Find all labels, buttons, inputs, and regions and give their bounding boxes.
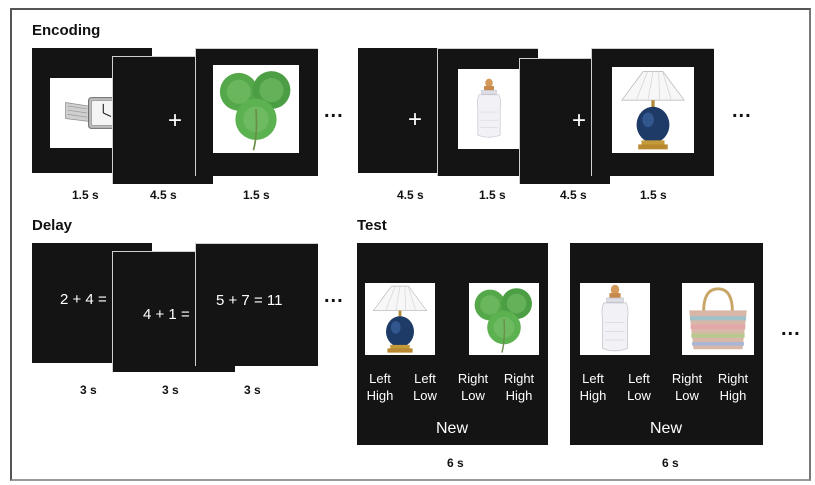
math-equation: 2 + 4 = [60, 291, 107, 308]
baby-bottle-image [580, 283, 650, 355]
duration-label: 4.5 s [397, 188, 424, 202]
fixation-cross: + [408, 106, 423, 133]
duration-label: 4.5 s [560, 188, 587, 202]
duration-label: 3 s [80, 383, 97, 397]
duration-label: 1.5 s [243, 188, 270, 202]
table-lamp-image [365, 283, 435, 355]
test-heading: Test [357, 217, 387, 234]
delay-heading: Delay [32, 217, 73, 234]
duration-label: 6 s [662, 456, 679, 470]
delay-screen: 5 + 7 = 11 [195, 243, 318, 366]
encoding-heading: Encoding [32, 22, 101, 39]
duration-label: 3 s [244, 383, 261, 397]
encoding-ellipsis-2: ... [732, 100, 752, 122]
delay-ellipsis: ... [324, 285, 344, 307]
response-option-new: New [650, 420, 683, 437]
duration-label: 1.5 s [640, 188, 667, 202]
encoding-ellipsis-1: ... [324, 100, 344, 122]
clover-leaf-image [213, 65, 299, 153]
test-ellipsis: ... [781, 318, 801, 340]
encoding-screen-lamp [591, 48, 714, 176]
figure-frame [10, 8, 811, 481]
duration-label: 1.5 s [72, 188, 99, 202]
math-equation: 5 + 7 = 11 [216, 292, 283, 309]
fixation-cross: + [168, 107, 183, 134]
clover-leaf-image [469, 283, 539, 355]
duration-label: 4.5 s [150, 188, 177, 202]
duration-label: 3 s [162, 383, 179, 397]
math-equation: 4 + 1 = [143, 306, 190, 323]
fixation-cross: + [572, 107, 587, 134]
handbag-image [682, 283, 754, 355]
duration-label: 1.5 s [479, 188, 506, 202]
encoding-screen-clover [195, 48, 318, 176]
encoding-fixation-screen: + [358, 48, 450, 173]
duration-label: 6 s [447, 456, 464, 470]
response-option-new: New [436, 420, 469, 437]
baby-bottle-image [458, 69, 520, 149]
table-lamp-image [612, 67, 694, 153]
